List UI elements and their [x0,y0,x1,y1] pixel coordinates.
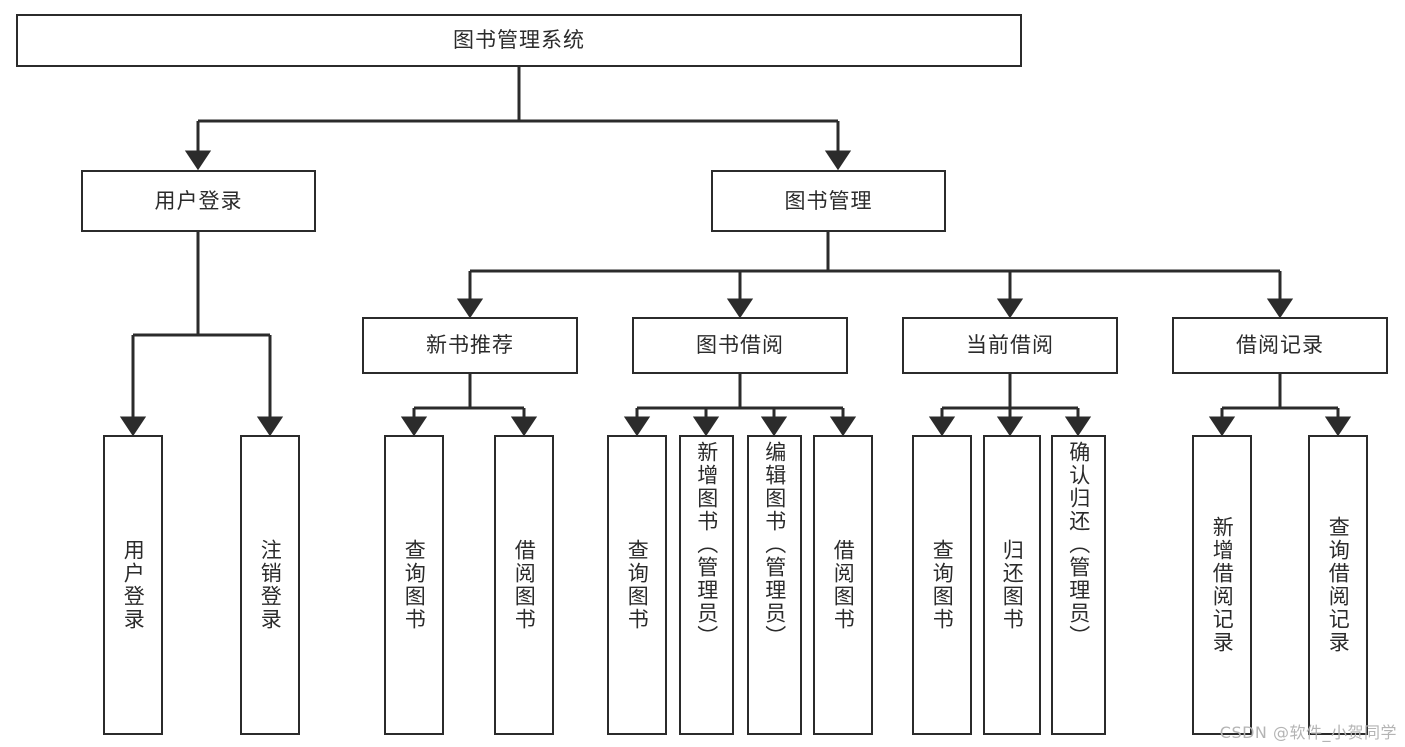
node-book-management[interactable]: 图书管理 [711,170,946,232]
leaf-borrow-book[interactable]: 借阅图书 [813,435,873,735]
node-borrow-records-label: 借阅记录 [1236,333,1324,358]
leaf-logout[interactable]: 注销登录 [240,435,300,735]
node-book-borrow[interactable]: 图书借阅 [632,317,848,374]
leaf-borrow-book-recommend-label: 借阅图书 [512,539,537,631]
leaf-query-borrow-record-label: 查询借阅记录 [1326,516,1351,654]
leaf-edit-book-admin[interactable]: 编辑图书（管理员） [747,435,802,735]
node-new-book-recommend-label: 新书推荐 [426,333,514,358]
leaf-add-borrow-record-label: 新增借阅记录 [1210,516,1235,654]
leaf-query-book-label: 查询图书 [625,539,650,631]
leaf-query-book-recommend[interactable]: 查询图书 [384,435,444,735]
leaf-query-book-recommend-label: 查询图书 [402,539,427,631]
node-user-login-label: 用户登录 [154,188,243,213]
leaf-add-book-admin-label: 新增图书（管理员） [694,441,719,648]
leaf-logout-label: 注销登录 [258,539,283,631]
node-book-management-label: 图书管理 [784,188,873,213]
leaf-add-book-admin[interactable]: 新增图书（管理员） [679,435,734,735]
node-root-label: 图书管理系统 [453,28,585,53]
leaf-user-login-label: 用户登录 [121,539,146,631]
leaf-user-login[interactable]: 用户登录 [103,435,163,735]
node-current-borrow[interactable]: 当前借阅 [902,317,1118,374]
leaf-return-book[interactable]: 归还图书 [983,435,1041,735]
leaf-add-borrow-record[interactable]: 新增借阅记录 [1192,435,1252,735]
node-user-login[interactable]: 用户登录 [81,170,316,232]
node-root[interactable]: 图书管理系统 [16,14,1022,67]
node-new-book-recommend[interactable]: 新书推荐 [362,317,578,374]
node-book-borrow-label: 图书借阅 [696,333,784,358]
leaf-borrow-book-label: 借阅图书 [831,539,856,631]
leaf-return-book-label: 归还图书 [1000,539,1025,631]
node-current-borrow-label: 当前借阅 [966,333,1054,358]
node-borrow-records[interactable]: 借阅记录 [1172,317,1388,374]
leaf-query-borrow-record[interactable]: 查询借阅记录 [1308,435,1368,735]
leaf-confirm-return-admin[interactable]: 确认归还（管理员） [1051,435,1106,735]
leaf-query-book[interactable]: 查询图书 [607,435,667,735]
leaf-query-book-current[interactable]: 查询图书 [912,435,972,735]
watermark-text: CSDN @软件_小贺同学 [1219,723,1397,742]
leaf-edit-book-admin-label: 编辑图书（管理员） [762,441,787,648]
leaf-query-book-current-label: 查询图书 [930,539,955,631]
leaf-confirm-return-admin-label: 确认归还（管理员） [1066,441,1091,648]
leaf-borrow-book-recommend[interactable]: 借阅图书 [494,435,554,735]
